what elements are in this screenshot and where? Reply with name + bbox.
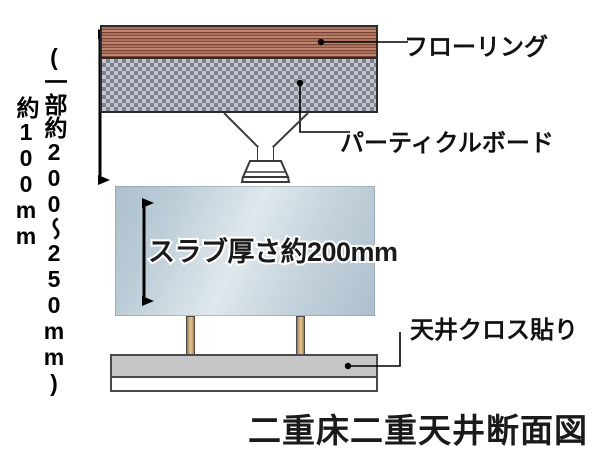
- vertical-dimension-main-label: 約100mm: [13, 96, 39, 249]
- label-flooring: フローリング: [404, 34, 548, 61]
- leader-line-icon: [317, 38, 408, 46]
- flooring-layer: [102, 27, 376, 59]
- ceiling-cloth-layer: [110, 378, 378, 392]
- label-particleboard: パーティクルボード: [340, 130, 554, 157]
- ceiling-board: [110, 354, 378, 378]
- ceiling-hanger-right: [296, 316, 305, 356]
- double-floor-block: [100, 25, 378, 113]
- floor-support-pedestal-icon: [223, 112, 309, 183]
- particleboard-layer: [102, 59, 376, 111]
- diagram-title: 二重床二重天井断面図: [248, 414, 588, 449]
- double-arrow-vertical-icon: [142, 198, 154, 306]
- leader-line-icon: [296, 79, 350, 133]
- concrete-slab: [115, 186, 375, 316]
- label-ceiling: 天井クロス貼り: [410, 317, 578, 344]
- vertical-dimension-sub-label: (一部約200〜250mm): [41, 44, 67, 396]
- leader-line-icon: [344, 332, 401, 370]
- ceiling-hanger-left: [186, 316, 195, 356]
- slab-thickness-label: スラブ厚さ約200mm: [146, 235, 400, 269]
